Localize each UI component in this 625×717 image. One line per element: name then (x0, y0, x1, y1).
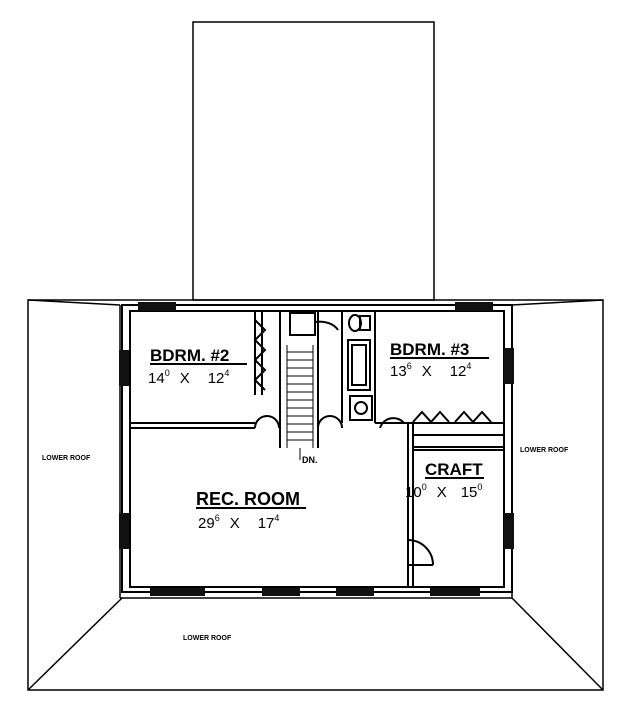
lower-roof-right-label: LOWER ROOF (520, 447, 569, 454)
stair-down-label: DN. (302, 455, 318, 465)
craft-width-in: 0 (422, 482, 427, 492)
lower-roof-left-label: LOWER ROOF (42, 455, 91, 462)
bdrm3-width-ft: 13 (390, 363, 407, 380)
hip-line (27, 299, 121, 306)
rec-length-in: 4 (274, 513, 279, 523)
rec-x: X (230, 515, 240, 532)
craft-name: CRAFT (425, 460, 483, 479)
hip-line (511, 299, 604, 306)
bdrm3-name: BDRM. #3 (390, 340, 469, 359)
craft-width-ft: 10 (405, 484, 422, 501)
bdrm2-width-in: 0 (165, 368, 170, 378)
rec-width-ft: 29 (198, 515, 215, 532)
rec-length-ft: 17 (258, 515, 275, 532)
windows (119, 302, 514, 596)
lower-roof-bottom-label: LOWER ROOF (183, 635, 232, 642)
rec-width-in: 6 (215, 513, 220, 523)
stair-treads (286, 345, 314, 460)
craft-length-ft: 15 (461, 484, 478, 501)
bdrm3-length-in: 4 (466, 361, 471, 371)
bdrm2-length-ft: 12 (208, 370, 225, 387)
bdrm2-x: X (180, 370, 190, 387)
hip-line (511, 597, 604, 691)
bdrm3-width-in: 6 (407, 361, 412, 371)
upper-roof-outline (192, 21, 435, 301)
roof-outline (27, 299, 604, 691)
interior-walls (130, 311, 504, 587)
rec-name: REC. ROOM (196, 489, 300, 509)
craft-length-in: 0 (477, 482, 482, 492)
bdrm3-x: X (422, 363, 432, 380)
bdrm2-width-ft: 14 (148, 370, 165, 387)
bdrm3-length-ft: 12 (450, 363, 467, 380)
craft-x: X (437, 484, 447, 501)
bdrm2-name: BDRM. #2 (150, 346, 229, 365)
bdrm2-length-in: 4 (224, 368, 229, 378)
hip-line (27, 597, 123, 691)
